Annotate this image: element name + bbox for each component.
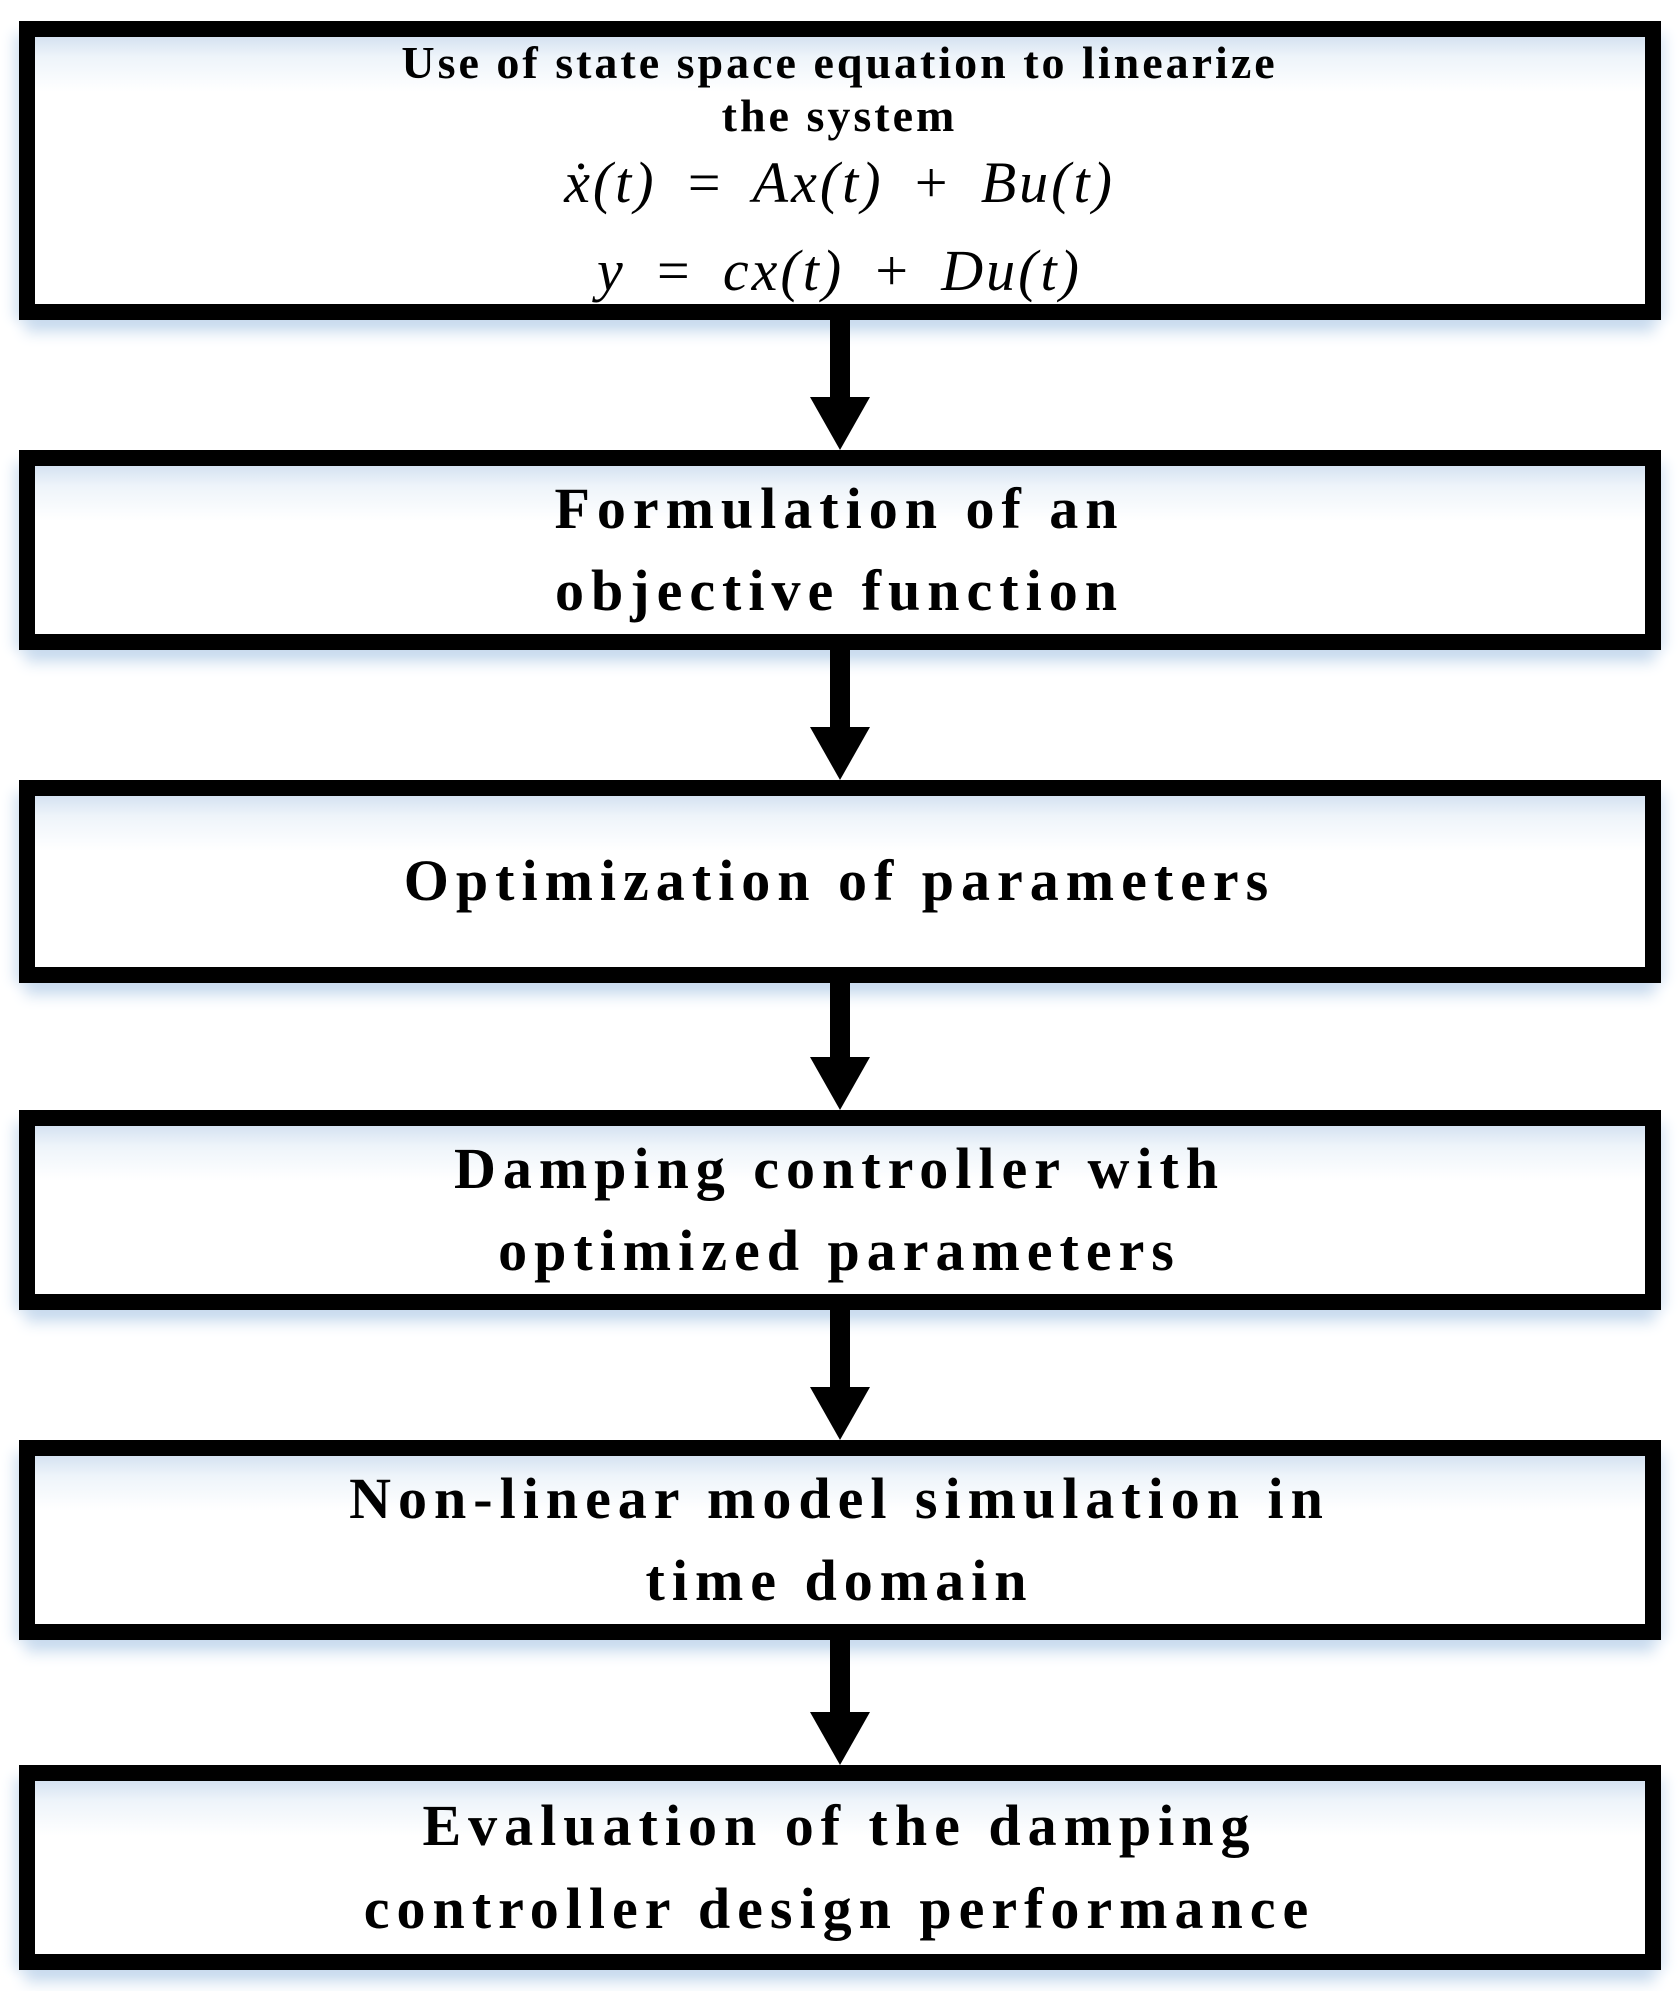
down-arrow-icon (809, 320, 870, 450)
flow-step-nonlinear-simulation: Non-linear model simulation in time doma… (18, 1440, 1661, 1640)
arrow-head (809, 397, 870, 450)
flow-step-linearize-system: Use of state space equation to linearize… (18, 21, 1661, 320)
step-label-line: objective function (555, 558, 1124, 623)
down-arrow-icon (809, 1640, 870, 1765)
flow-step-evaluation: Evaluation of the damping controller des… (18, 1765, 1661, 1970)
arrow-shaft (829, 1640, 850, 1712)
flow-step-objective-function: Formulation of an objective function (18, 450, 1661, 650)
state-equation: ẋ(t) = Ax(t) + Bu(t) (564, 150, 1115, 216)
step-label-line: Damping controller with (453, 1135, 1226, 1201)
arrow-shaft (829, 320, 850, 397)
flow-step-damping-controller: Damping controller with optimized parame… (18, 1110, 1661, 1310)
arrow-shaft (829, 983, 850, 1057)
arrow-head (809, 1712, 870, 1765)
step-label-line: optimized parameters (498, 1218, 1181, 1283)
step-label-line: Optimization of parameters (403, 848, 1276, 914)
step-label-line: controller design performance (363, 1875, 1316, 1941)
down-arrow-icon (809, 650, 870, 780)
step-label-line: Non-linear model simulation in (349, 1465, 1330, 1531)
step-title-line: the system (721, 89, 958, 141)
arrow-head (809, 1387, 870, 1440)
step-title-line: Use of state space equation to linearize (401, 36, 1278, 88)
arrow-shaft (829, 1310, 850, 1387)
flow-step-optimization: Optimization of parameters (18, 780, 1661, 983)
step-label-line: Formulation of an (554, 475, 1125, 541)
step-label-line: Evaluation of the damping (422, 1793, 1257, 1859)
down-arrow-icon (809, 983, 870, 1110)
step-label-line: time domain (645, 1548, 1034, 1613)
arrow-head (809, 727, 870, 780)
arrow-head (809, 1057, 870, 1110)
arrow-shaft (829, 650, 850, 727)
down-arrow-icon (809, 1310, 870, 1440)
output-equation: y = cx(t) + Du(t) (597, 237, 1082, 303)
